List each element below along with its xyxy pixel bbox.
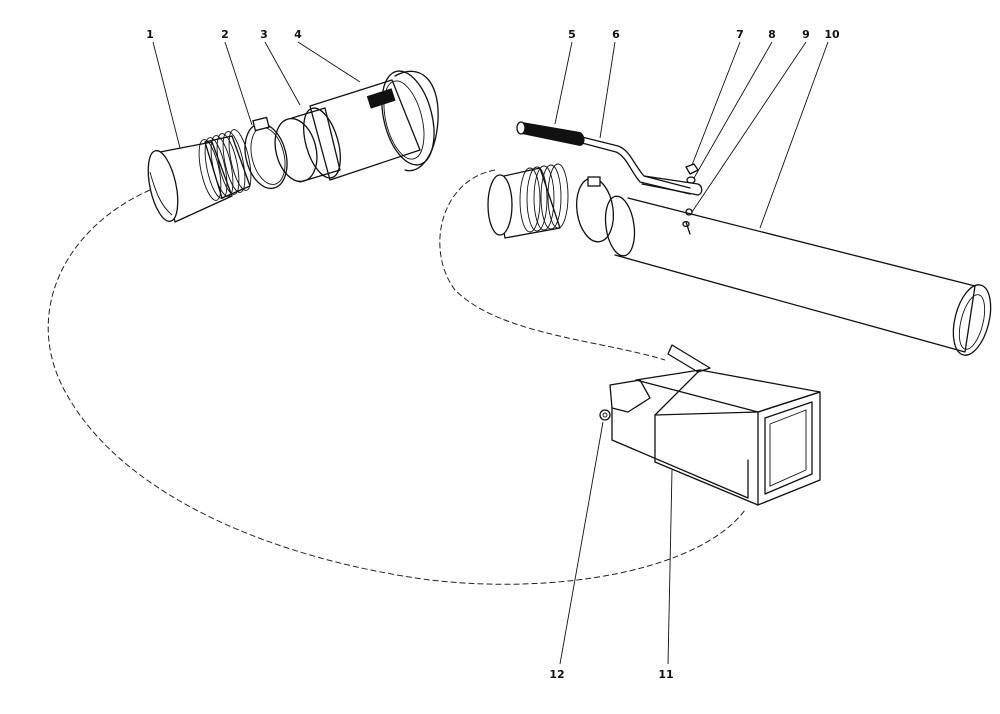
hose-path-inner — [439, 169, 666, 361]
leader-line-1 — [152, 41, 181, 149]
leader-line-3 — [264, 41, 301, 106]
callout-3: 3 — [260, 28, 268, 41]
callout-5: 5 — [568, 28, 576, 41]
leader-line-9 — [691, 41, 807, 213]
adapter-collar-part-3 — [274, 107, 341, 183]
long-pipe-part-10 — [604, 195, 992, 356]
leader-line-10 — [759, 41, 829, 229]
leader-line-8 — [693, 41, 773, 179]
lever-rod-part-6 — [581, 136, 703, 196]
callout-1: 1 — [146, 28, 154, 41]
pipe-stub-part-1 — [147, 141, 233, 223]
leader-line-4 — [297, 41, 361, 83]
leader-line-6 — [599, 41, 616, 139]
callout-10: 10 — [824, 28, 840, 41]
hose-clamp-part-2 — [244, 116, 288, 190]
nut-part-7 — [685, 163, 699, 175]
callout-9: 9 — [802, 28, 810, 41]
callout-4: 4 — [294, 28, 302, 41]
leader-line-7 — [691, 41, 741, 166]
leader-line-12 — [559, 421, 604, 665]
callout-11: 11 — [658, 668, 673, 681]
callout-2: 2 — [221, 28, 229, 41]
nut-part-12 — [599, 409, 611, 421]
washer-part-8 — [686, 176, 696, 184]
callout-12: 12 — [549, 668, 564, 681]
callout-8: 8 — [768, 28, 776, 41]
leader-line-11 — [667, 469, 673, 665]
hose-path-outer — [47, 189, 746, 585]
grip-handle-part-5 — [516, 121, 585, 146]
bellows-part-1 — [198, 129, 252, 201]
callout-7: 7 — [736, 28, 744, 41]
leader-line-5 — [554, 41, 573, 125]
bellows-right — [487, 163, 615, 243]
heater-body-part-4 — [303, 70, 439, 181]
leader-line-2 — [224, 41, 253, 126]
callout-6: 6 — [612, 28, 620, 41]
rectangular-duct-part-11 — [609, 344, 821, 506]
